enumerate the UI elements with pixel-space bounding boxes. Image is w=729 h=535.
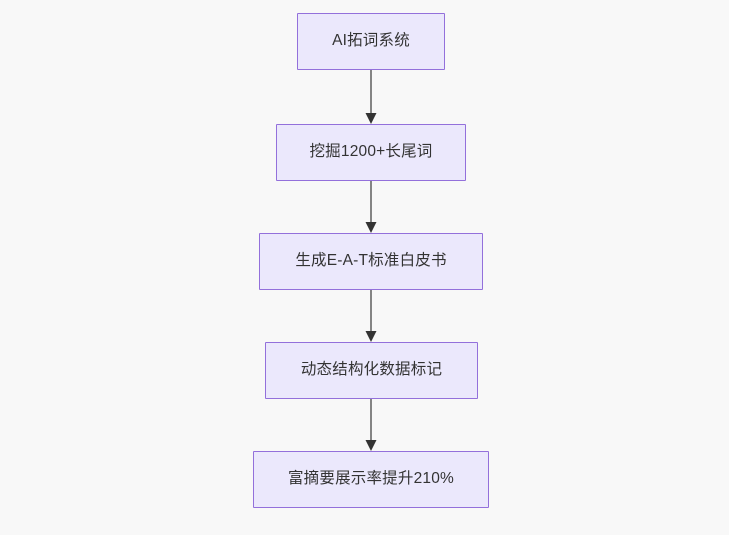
edge-arrow-svg — [365, 181, 377, 233]
edge-connector-3 — [361, 290, 381, 348]
node-label: 富摘要展示率提升210% — [287, 470, 455, 488]
node-dynamic-structured-data[interactable]: 动态结构化数据标记 — [265, 342, 478, 399]
edge-arrow-svg — [365, 290, 377, 342]
node-label: AI拓词系统 — [332, 32, 410, 50]
node-mine-longtail-keywords[interactable]: 挖掘1200+长尾词 — [276, 124, 466, 181]
arrowhead-icon — [365, 113, 377, 124]
node-generate-eat-whitepaper[interactable]: 生成E-A-T标准白皮书 — [259, 233, 483, 290]
node-rich-snippet-uplift[interactable]: 富摘要展示率提升210% — [253, 451, 489, 508]
edge-arrow-svg — [365, 399, 377, 451]
arrowhead-icon — [365, 331, 377, 342]
arrowhead-icon — [365, 222, 377, 233]
node-label: 动态结构化数据标记 — [300, 361, 443, 379]
node-label: 生成E-A-T标准白皮书 — [295, 252, 447, 270]
arrowhead-icon — [365, 440, 377, 451]
edge-connector-1 — [361, 70, 381, 130]
edge-connector-4 — [361, 399, 381, 457]
node-label: 挖掘1200+长尾词 — [309, 143, 433, 161]
edge-arrow-svg — [365, 70, 377, 124]
edge-connector-2 — [361, 181, 381, 239]
node-ai-keyword-system[interactable]: AI拓词系统 — [297, 13, 445, 70]
